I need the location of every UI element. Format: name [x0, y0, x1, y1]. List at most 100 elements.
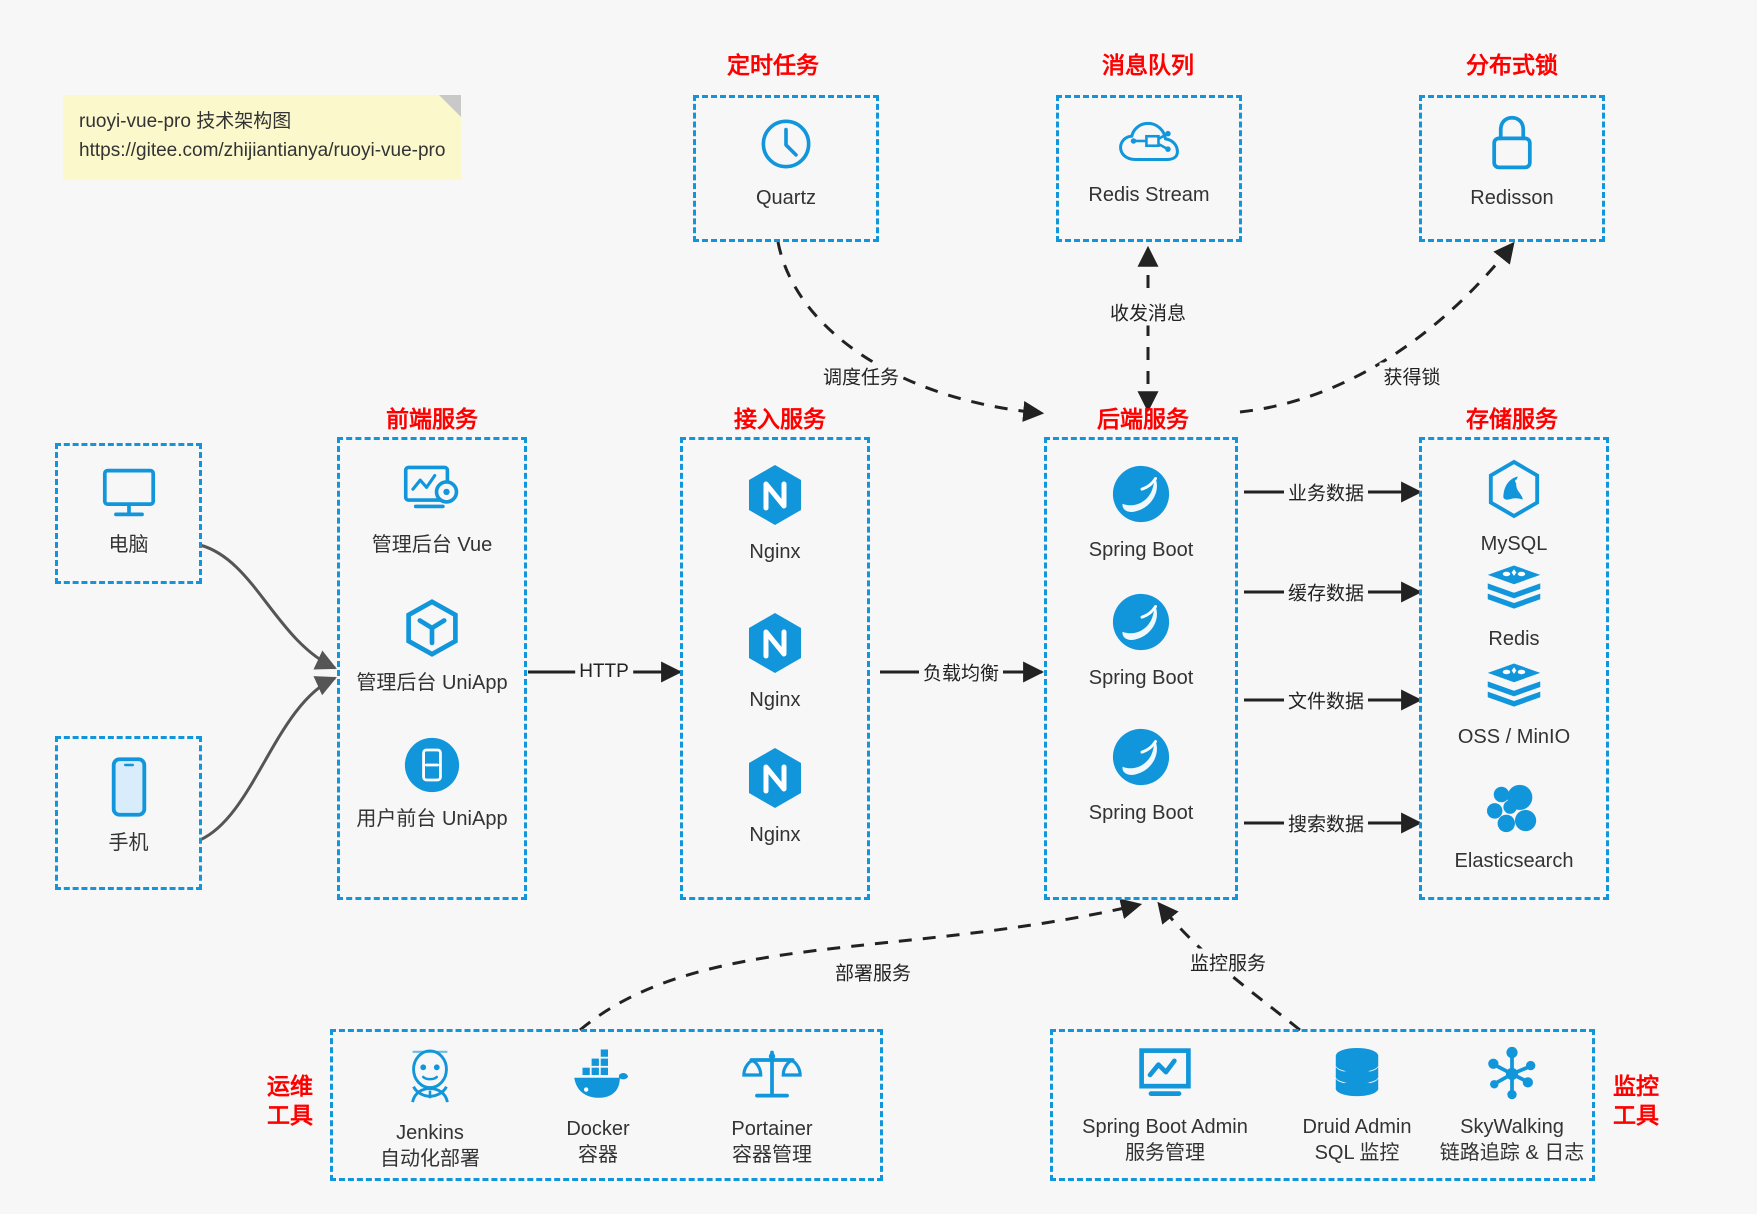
node-label: Spring Boot — [1088, 539, 1194, 561]
monitor-chart-icon — [1136, 1046, 1194, 1107]
box-gateway[interactable] — [680, 437, 870, 900]
node-label: MySQL — [1480, 533, 1548, 555]
node-label: Redis — [1488, 628, 1540, 650]
node-label: 管理后台 UniApp — [356, 672, 508, 694]
box-message-queue[interactable] — [1056, 95, 1242, 242]
node-spring-boot-admin[interactable]: Spring Boot Admin 服务管理 — [1060, 1046, 1270, 1167]
edge-label-acquire-lock: 获得锁 — [1379, 362, 1445, 390]
box-storage[interactable] — [1419, 437, 1609, 900]
mysql-icon — [1486, 459, 1542, 524]
smartphone-icon — [107, 756, 151, 823]
node-redisson[interactable]: Redisson — [1419, 113, 1605, 211]
node-label: Quartz — [755, 187, 817, 209]
node-sublabel: 链路追踪 & 日志 — [1439, 1142, 1585, 1164]
box-computer[interactable] — [55, 443, 202, 584]
node-druid-admin[interactable]: Druid Admin SQL 监控 — [1272, 1046, 1442, 1167]
oss-icon — [1484, 660, 1544, 717]
nginx-icon — [746, 611, 804, 680]
nginx-icon — [746, 746, 804, 815]
node-nginx-1[interactable]: Nginx — [680, 463, 870, 565]
redis-icon — [1484, 562, 1544, 619]
title-note: ruoyi-vue-pro 技术架构图 https://gitee.com/zh… — [63, 95, 462, 180]
node-spring-boot-2[interactable]: Spring Boot — [1044, 591, 1238, 691]
node-spring-boot-3[interactable]: Spring Boot — [1044, 726, 1238, 826]
edge-computer-to-frontend — [199, 543, 337, 670]
node-docker[interactable]: Docker 容器 — [513, 1046, 683, 1169]
cube-icon — [403, 598, 461, 663]
edge-label-schedule-task: 调度任务 — [818, 362, 904, 390]
node-elasticsearch[interactable]: Elasticsearch — [1419, 780, 1609, 874]
node-redis[interactable]: Redis — [1419, 562, 1609, 652]
node-label: Spring Boot Admin — [1082, 1116, 1248, 1138]
box-distributed-lock[interactable] — [1419, 95, 1605, 242]
node-jenkins[interactable]: Jenkins 自动化部署 — [345, 1046, 515, 1173]
dashboard-gear-icon — [401, 462, 463, 525]
clock-icon — [757, 115, 815, 178]
node-sublabel: 自动化部署 — [380, 1148, 480, 1170]
cloud-network-icon — [1118, 118, 1180, 175]
node-sublabel: SQL 监控 — [1314, 1142, 1400, 1164]
node-admin-vue[interactable]: 管理后台 Vue — [337, 462, 527, 558]
node-skywalking[interactable]: SkyWalking 链路追踪 & 日志 — [1432, 1046, 1592, 1167]
edge-label-cache-data: 缓存数据 — [1283, 578, 1369, 606]
monitor-title-line-2: 工具 — [1613, 1101, 1659, 1128]
edge-label-http: HTTP — [575, 661, 633, 683]
node-user-uniapp[interactable]: 用户前台 UniApp — [337, 736, 527, 832]
edge-label-search-data: 搜索数据 — [1283, 809, 1369, 837]
node-label: Redisson — [1470, 187, 1554, 209]
node-portainer[interactable]: Portainer 容器管理 — [683, 1046, 861, 1169]
ops-title-line-1: 运维 — [267, 1073, 313, 1099]
edge-schedule-task — [776, 241, 1045, 422]
note-fold-corner — [439, 95, 462, 117]
node-label: Redis Stream — [1088, 184, 1210, 206]
box-backend[interactable] — [1044, 437, 1238, 900]
group-title-distributed-lock: 分布式锁 — [1466, 52, 1558, 78]
edge-phone-to-frontend — [199, 676, 337, 842]
box-scheduled-task[interactable] — [693, 95, 879, 242]
node-oss-minio[interactable]: OSS / MinIO — [1419, 660, 1609, 750]
node-label: Nginx — [749, 824, 801, 846]
node-admin-uniapp[interactable]: 管理后台 UniApp — [337, 598, 527, 696]
note-line-1: ruoyi-vue-pro 技术架构图 — [79, 111, 292, 132]
node-label: 电脑 — [108, 534, 149, 556]
node-label: Jenkins — [396, 1122, 464, 1144]
node-label: Spring Boot — [1088, 667, 1194, 689]
docker-whale-icon — [567, 1046, 629, 1109]
node-sublabel: 服务管理 — [1125, 1142, 1205, 1164]
edge-label-deploy-service: 部署服务 — [830, 958, 916, 986]
group-title-storage: 存储服务 — [1466, 406, 1558, 432]
database-icon — [1330, 1046, 1384, 1107]
node-sublabel: 容器 — [578, 1144, 618, 1166]
node-label: SkyWalking — [1460, 1116, 1564, 1138]
node-label: Nginx — [749, 689, 801, 711]
node-label: Druid Admin — [1302, 1116, 1412, 1138]
edge-deploy-service — [579, 898, 1143, 1032]
node-label: OSS / MinIO — [1457, 726, 1571, 748]
box-phone[interactable] — [55, 736, 202, 890]
edge-label-monitor-service: 监控服务 — [1185, 948, 1271, 976]
spring-icon — [1110, 463, 1172, 530]
group-title-monitor-tools: 监控 工具 — [1604, 1072, 1668, 1130]
node-nginx-2[interactable]: Nginx — [680, 611, 870, 713]
group-title-frontend: 前端服务 — [386, 406, 478, 432]
group-title-scheduled-task: 定时任务 — [727, 52, 819, 78]
elasticsearch-icon — [1485, 780, 1543, 841]
node-label: 用户前台 UniApp — [356, 808, 508, 830]
box-frontend[interactable] — [337, 437, 527, 900]
node-quartz[interactable]: Quartz — [693, 115, 879, 211]
box-ops-tools[interactable] — [330, 1029, 883, 1181]
spring-icon — [1110, 726, 1172, 793]
node-nginx-3[interactable]: Nginx — [680, 746, 870, 848]
node-computer[interactable]: 电脑 — [55, 466, 202, 558]
note-line-2: https://gitee.com/zhijiantianya/ruoyi-vu… — [79, 140, 446, 162]
group-title-backend: 后端服务 — [1097, 406, 1189, 432]
node-label: Spring Boot — [1088, 802, 1194, 824]
box-monitor-tools[interactable] — [1050, 1029, 1595, 1181]
node-redis-stream[interactable]: Redis Stream — [1056, 118, 1242, 208]
group-title-message-queue: 消息队列 — [1102, 52, 1194, 78]
node-mysql[interactable]: MySQL — [1419, 459, 1609, 557]
node-spring-boot-1[interactable]: Spring Boot — [1044, 463, 1238, 563]
nginx-icon — [746, 463, 804, 532]
node-phone[interactable]: 手机 — [55, 756, 202, 856]
